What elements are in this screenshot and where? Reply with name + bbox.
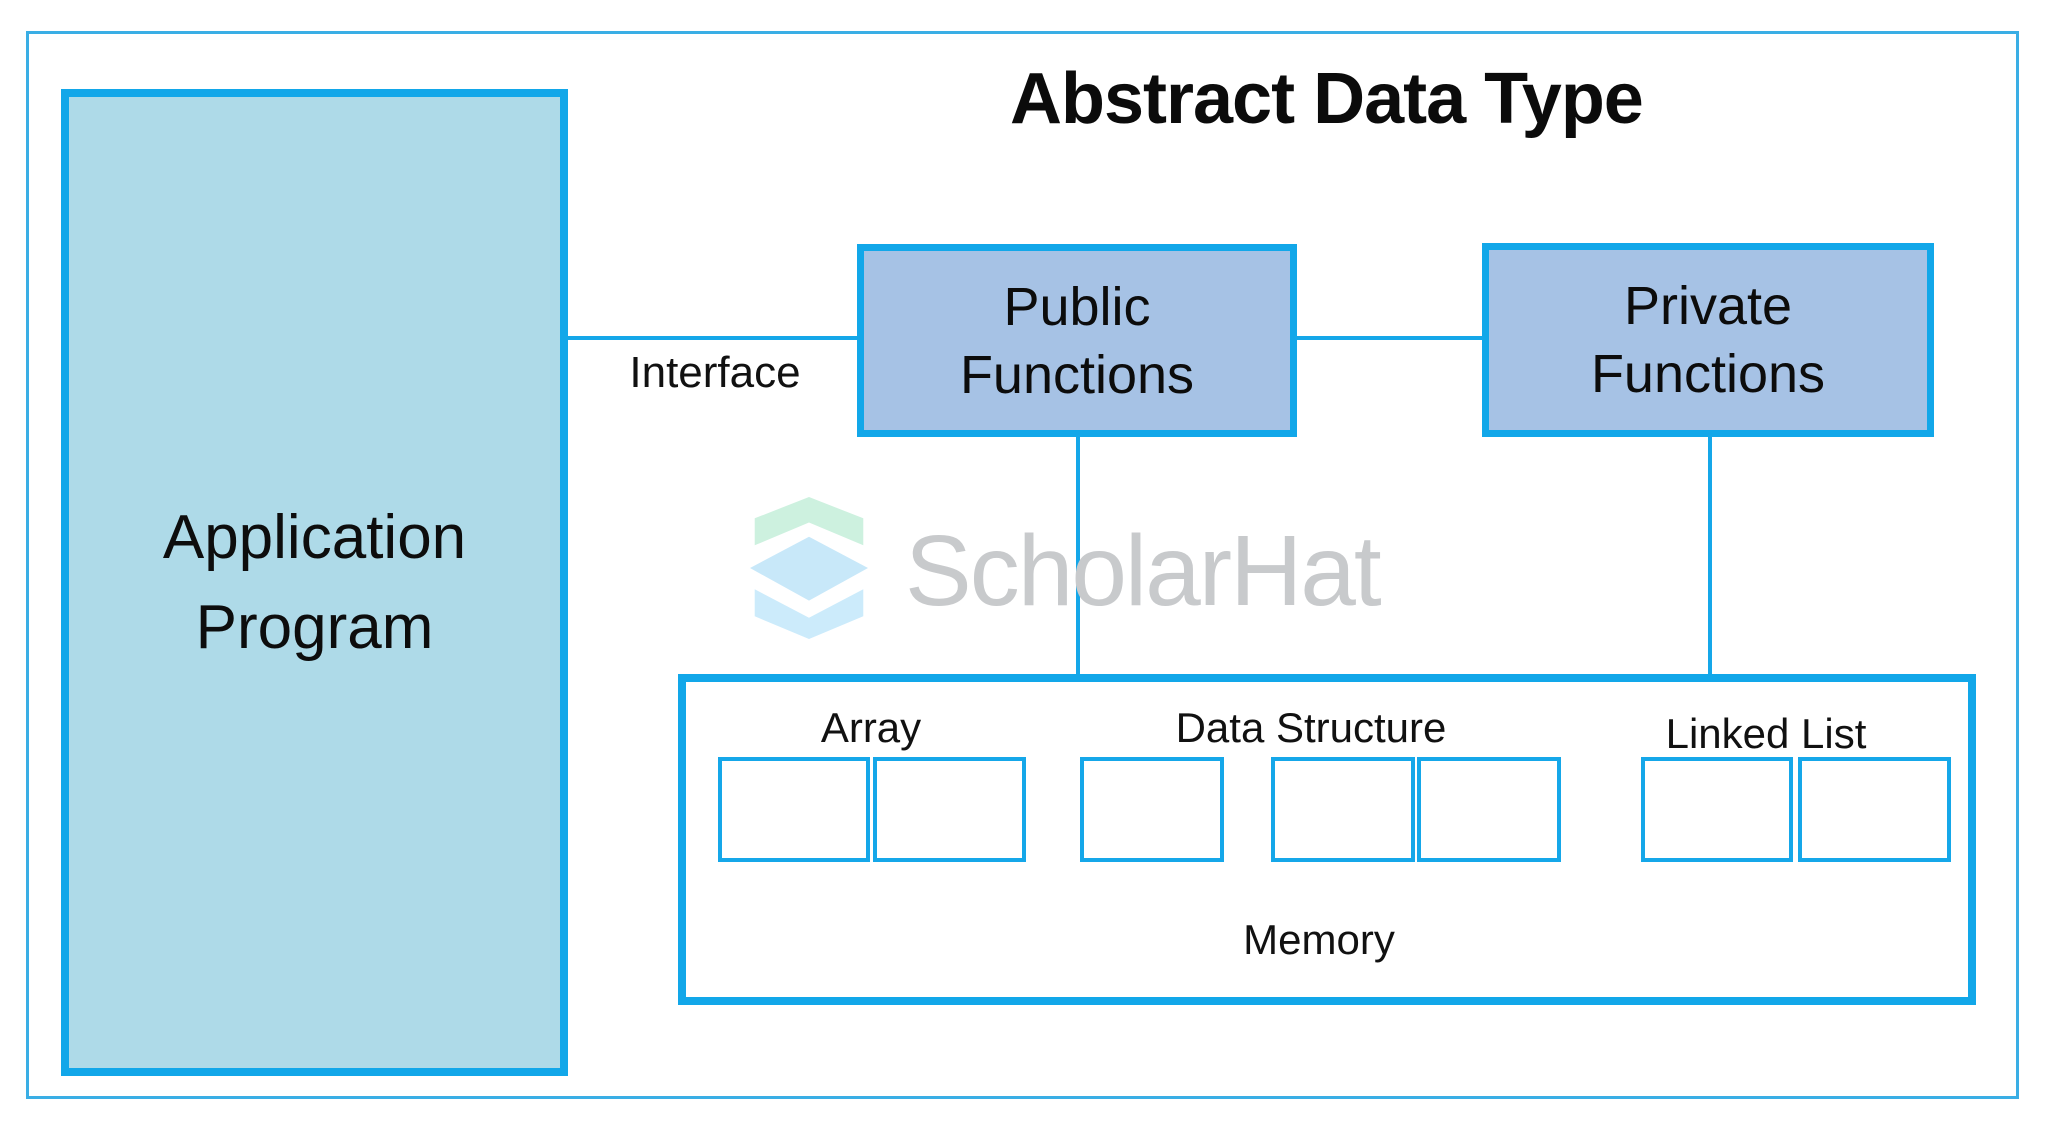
public-to-memory-connector-line [1076,435,1080,676]
scholarhat-logo-icon [750,497,868,639]
application-program-label-line2: Program [195,592,434,662]
scholarhat-watermark-text: ScholarHat [905,515,1382,627]
array-cell [873,757,1026,862]
interface-label: Interface [629,348,801,397]
array-cell [718,757,870,862]
application-program-label-line1: Application [162,502,467,572]
data-structure-label: Data Structure [1175,704,1447,751]
memory-box: Array Data Structure Linked List Memory [678,674,1976,1005]
public-functions-label-line1: Public [1003,276,1151,337]
memory-label: Memory [1243,916,1395,963]
data-structure-cell [1417,757,1561,862]
private-to-memory-connector-line [1708,435,1712,676]
private-functions-label-line1: Private [1623,276,1793,336]
interface-connector-line [568,336,858,340]
public-functions-box: Public Functions [857,244,1297,437]
public-private-connector-line [1295,336,1483,340]
linked-list-cell [1641,757,1793,862]
data-structure-cell [1271,757,1415,862]
private-functions-label-line2: Functions [1590,344,1826,404]
array-label: Array [820,704,922,751]
private-functions-box: Private Functions [1482,243,1934,437]
public-functions-label-line2: Functions [959,344,1195,405]
linked-list-cell [1798,757,1951,862]
data-structure-cell [1080,757,1224,862]
application-program-box: Application Program [61,89,568,1076]
linked-list-label: Linked List [1665,710,1867,757]
page-title: Abstract Data Type [1010,59,1644,139]
